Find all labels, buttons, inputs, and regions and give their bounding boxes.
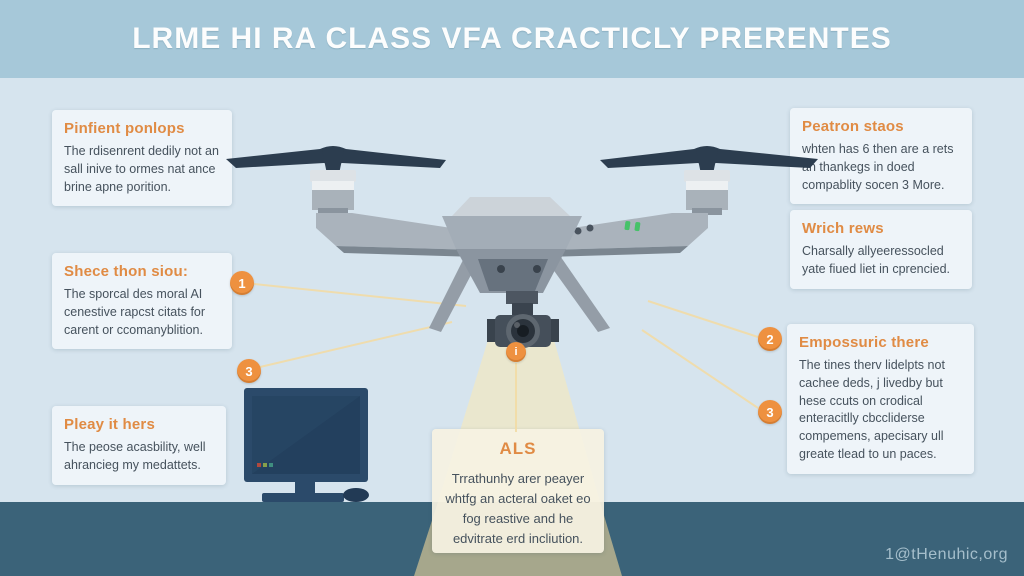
mouse-icon [343, 488, 369, 502]
callout-body: The peose acasbility, well ahrancieg my … [64, 440, 206, 472]
marker-3-right: 3 [758, 400, 782, 424]
marker-label: 3 [766, 404, 774, 420]
callout-left-2: Shece thon siou: The sporcal des moral A… [52, 253, 232, 350]
callout-heading: Pleay it hers [64, 416, 155, 433]
watermark-text: 1@tHenuhic,org [885, 546, 1008, 563]
callout-body: whten has 6 then are a rets an thankegs … [802, 142, 954, 192]
callout-heading: ALS [499, 439, 537, 458]
marker-label: 1 [238, 275, 246, 291]
callout-center-als: ALS Trrathunhy arer peayer whtfg an acte… [432, 429, 604, 553]
callout-body: Charsally allyeeressocled yate fiued lie… [802, 244, 951, 276]
callout-right-2: Wrich rews Charsally allyeeressocled yat… [790, 210, 972, 289]
marker-label: i [514, 346, 518, 358]
callout-right-1: Peatron staos whten has 6 then are a ret… [790, 108, 972, 205]
marker-camera: i [506, 342, 526, 362]
callout-body: The sporcal des moral AI cenestive rapcs… [64, 287, 206, 337]
callout-right-3: Empossuric there The tines therv lidelpt… [787, 324, 974, 474]
callout-heading: Shece thon siou: [64, 263, 189, 280]
callout-left-3: Pleay it hers The peose acasbility, well… [52, 406, 226, 485]
callout-body: Trrathunhy arer peayer whtfg an acteral … [445, 471, 591, 547]
callout-heading: Peatron staos [802, 118, 904, 135]
callout-heading: Pinfient ponlops [64, 120, 185, 137]
callout-body: The tines therv lidelpts not cachee deds… [799, 358, 945, 461]
marker-3-left: 3 [237, 359, 261, 383]
monitor-icon [244, 388, 369, 502]
title-banner: LRME HI RA CLASS VFA CRACTICLY PRERENTES [0, 0, 1024, 78]
marker-label: 3 [245, 363, 253, 379]
callout-heading: Wrich rews [802, 220, 884, 237]
marker-1-left: 1 [230, 271, 254, 295]
callout-left-1: Pinfient ponlops The rdisenrent dedily n… [52, 110, 232, 207]
marker-2-right: 2 [758, 327, 782, 351]
callout-body: The rdisenrent dedily not an sall inive … [64, 144, 219, 194]
callout-heading: Empossuric there [799, 334, 929, 351]
page-title: LRME HI RA CLASS VFA CRACTICLY PRERENTES [132, 22, 892, 55]
marker-label: 2 [766, 331, 774, 347]
